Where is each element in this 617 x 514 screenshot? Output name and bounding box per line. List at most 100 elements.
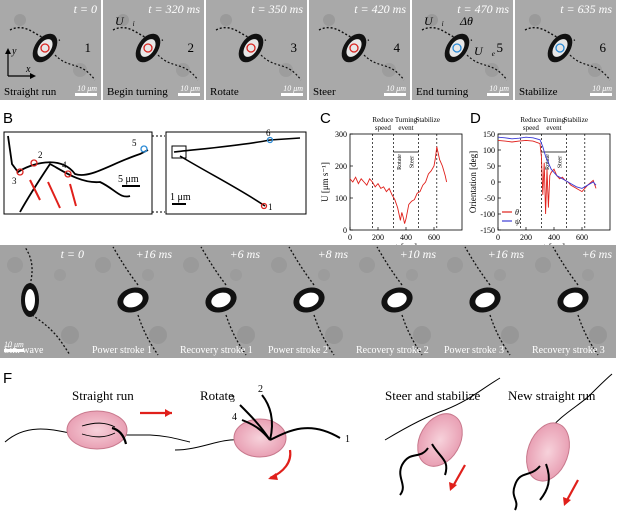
y-tick-label: 0 — [491, 178, 495, 187]
stroke-frame-tile: +6 ms Recovery stroke 1 — [176, 245, 264, 358]
red-arrow — [69, 183, 77, 207]
sub-phase-label: Steer — [410, 156, 416, 168]
x-tick-label: 400 — [548, 233, 560, 242]
phase-label: Stabilize — [415, 116, 440, 124]
inset-trajectory — [173, 137, 301, 153]
scale-label: 10 μm — [489, 84, 509, 93]
stroke-frame-tile: +10 ms Recovery stroke 2 — [352, 245, 440, 358]
stroke-frame-caption: Recovery stroke 1 — [180, 345, 253, 356]
rotate-number-2: 2 — [258, 384, 263, 395]
point-label-2: 2 — [38, 150, 43, 160]
phase-label: event — [398, 124, 413, 132]
frame-caption: End turning — [416, 86, 469, 98]
cell-body — [526, 422, 570, 482]
scale-bar — [75, 93, 97, 96]
x-tick-label: 200 — [372, 233, 384, 242]
sub-phase-label: Steer — [558, 156, 564, 168]
stroke-frame-time: +16 ms — [135, 247, 172, 261]
vector-ui-label: U⃗ᵢ — [424, 14, 444, 28]
phase-label: Turning — [395, 116, 418, 124]
frame-number: 1 — [84, 40, 92, 55]
y-tick-label: -50 — [484, 194, 495, 203]
stage-label-4: New straight run — [508, 388, 596, 403]
y-tick-label: 150 — [483, 130, 495, 139]
phase-label: speed — [523, 124, 539, 132]
scale-label: 10 μm — [592, 84, 612, 93]
trajectory-point — [16, 168, 24, 176]
y-tick-label: 300 — [335, 130, 347, 139]
stroke-frame-time: +10 ms — [399, 247, 436, 261]
scale-label: 10 μm — [386, 84, 406, 93]
frame-time: t = 0 — [73, 2, 97, 16]
x-tick-label: 600 — [576, 233, 588, 242]
frame-number: 3 — [290, 40, 298, 55]
cell-body — [417, 413, 463, 467]
stroke-frame-time: t = 0 — [60, 247, 84, 261]
scale-bar — [590, 93, 612, 96]
inset-point-1: 1 — [268, 202, 273, 212]
frame-time: t = 420 ms — [354, 2, 406, 16]
legend-label: θ — [515, 208, 519, 217]
point-label-5: 5 — [132, 138, 137, 148]
stroke-frame-time: +6 ms — [581, 247, 612, 261]
y-tick-label: 100 — [335, 194, 347, 203]
y-tick-label: -150 — [480, 226, 495, 235]
trajectory-point — [140, 145, 148, 153]
y-axis-label: Orientation [deg] — [468, 151, 478, 213]
y-tick-label: 0 — [343, 226, 347, 235]
rotate-number-1: 1 — [345, 434, 350, 445]
panel-label-f: F — [3, 370, 13, 387]
y-tick-label: -100 — [480, 210, 495, 219]
rotate-number-4: 4 — [232, 412, 237, 423]
vector-ue-label: U⃗ₑ — [474, 44, 496, 58]
stroke-frame-time: +16 ms — [487, 247, 524, 261]
axis-indicator: xy — [5, 46, 36, 79]
x-tick-label: 200 — [520, 233, 532, 242]
trajectory-point — [64, 170, 72, 178]
stroke-frame-caption: Power stroke 3 — [444, 345, 504, 356]
axis-y-label: y — [11, 46, 17, 57]
y-tick-label: 100 — [483, 146, 495, 155]
x-tick-label: 0 — [348, 233, 352, 242]
legend-label: ψ — [515, 217, 521, 226]
scale-label: 10 μm — [180, 84, 200, 93]
panel-label-d: D — [470, 110, 481, 127]
scale-label: 10 μm — [283, 84, 303, 93]
scale-label: 10 μm — [77, 84, 97, 93]
point-label-3: 3 — [12, 176, 17, 186]
series-line — [497, 139, 597, 215]
stage-label-2: Rotate — [200, 388, 234, 403]
frame-number: 2 — [187, 40, 195, 55]
scale-inset: 1 μm — [170, 192, 191, 203]
stroke-frame-time: +6 ms — [229, 247, 260, 261]
frame-number: 4 — [393, 40, 401, 55]
stroke-frame-caption: Power stroke 2 — [268, 345, 328, 356]
delta-theta-label: Δθ — [460, 14, 473, 28]
inset-trajectory — [179, 155, 266, 207]
trajectory-point — [30, 159, 38, 167]
frame-number: 5 — [496, 40, 504, 55]
stage-label-3: Steer and stabilize — [385, 388, 481, 403]
stroke-frame-caption: Recovery stroke 2 — [356, 345, 429, 356]
scale-label: 10 μm — [4, 340, 24, 349]
frame-time: t = 635 ms — [560, 2, 612, 16]
scale-bar — [281, 93, 303, 96]
inset-point-6: 6 — [266, 128, 271, 138]
cell-body — [66, 410, 128, 450]
sub-phase-label: Rotate — [397, 154, 403, 170]
red-arrow — [29, 179, 41, 201]
stroke-frame-caption: Power stroke 1 — [92, 345, 152, 356]
axis-x-label: x — [25, 64, 31, 75]
scale-bar — [4, 349, 24, 352]
panel-label-b: B — [3, 110, 14, 127]
phase-label: event — [546, 124, 561, 132]
x-tick-label: 0 — [496, 233, 500, 242]
frame-caption: Straight run — [4, 86, 57, 98]
